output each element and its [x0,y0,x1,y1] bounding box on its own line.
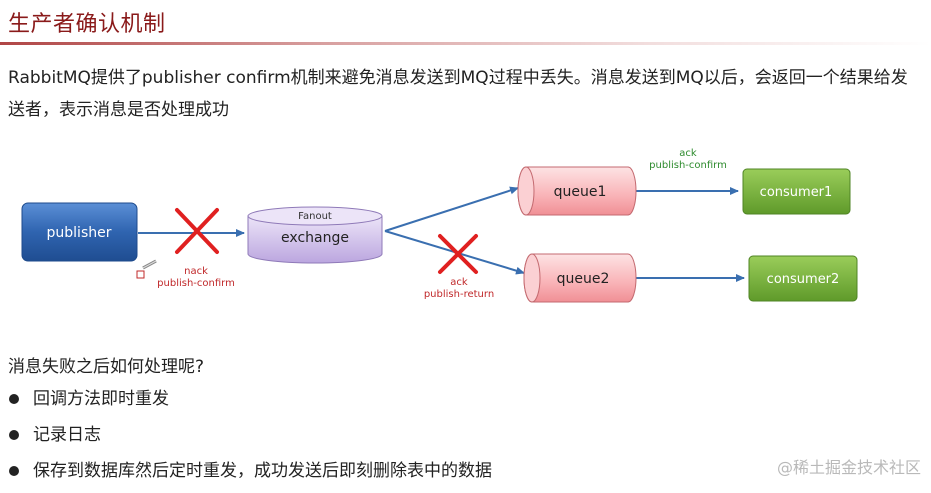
consumer2-label: consumer2 [767,272,840,287]
watermark: @稀土掘金技术社区 [776,458,921,477]
intro-paragraph: RabbitMQ提供了publisher confirm机制来避免消息发送到MQ… [8,68,908,120]
ack-confirm-label: ack [679,148,697,159]
queue1-label: queue1 [554,184,607,200]
arrow-exchange-queue1 [384,186,519,232]
bullet-dot-icon [9,430,19,440]
list-item: 回调方法即时重发 [0,385,492,421]
ack-publish-confirm-label: publish-confirm [649,160,727,171]
publisher-label: publisher [47,225,112,241]
exchange-type-label: Fanout [298,211,332,222]
nack-cross-icon [175,208,219,254]
list-item: 保存到数据库然后定时重发，成功发送后即刻删除表中的数据 [0,457,492,493]
exchange-node: Fanout exchange [247,206,383,264]
bullet-dot-icon [9,394,19,404]
queue2-node: queue2 [523,253,637,303]
ack-return-cross-icon [438,234,478,274]
exchange-label: exchange [281,230,349,246]
queue1-node: queue1 [517,166,637,216]
nack-publish-confirm-label: publish-confirm [157,278,235,289]
pencil-icon [136,259,157,279]
consumer1-node: consumer1 [742,168,851,215]
publish-return-label: publish-return [424,289,494,300]
consumer2-node: consumer2 [748,255,858,302]
list-item-text: 记录日志 [33,425,101,445]
list-item: 记录日志 [0,421,492,457]
bullet-dot-icon [9,466,19,476]
consumer1-label: consumer1 [760,185,833,200]
queue2-label: queue2 [557,271,610,287]
list-item-text: 保存到数据库然后定时重发，成功发送后即刻删除表中的数据 [33,461,492,481]
ack-return-label: ack [450,277,468,288]
title-underline [0,42,931,45]
confirm-flow-diagram: publisher nack publish-confirm Fanout ex… [21,148,858,303]
publisher-node: publisher [21,202,138,262]
failure-question: 消息失败之后如何处理呢? [8,357,205,377]
bullet-list: 回调方法即时重发 记录日志 保存到数据库然后定时重发，成功发送后即刻删除表中的数… [0,385,492,493]
list-item-text: 回调方法即时重发 [33,389,169,409]
page-title: 生产者确认机制 [8,12,166,37]
nack-label: nack [184,266,208,277]
